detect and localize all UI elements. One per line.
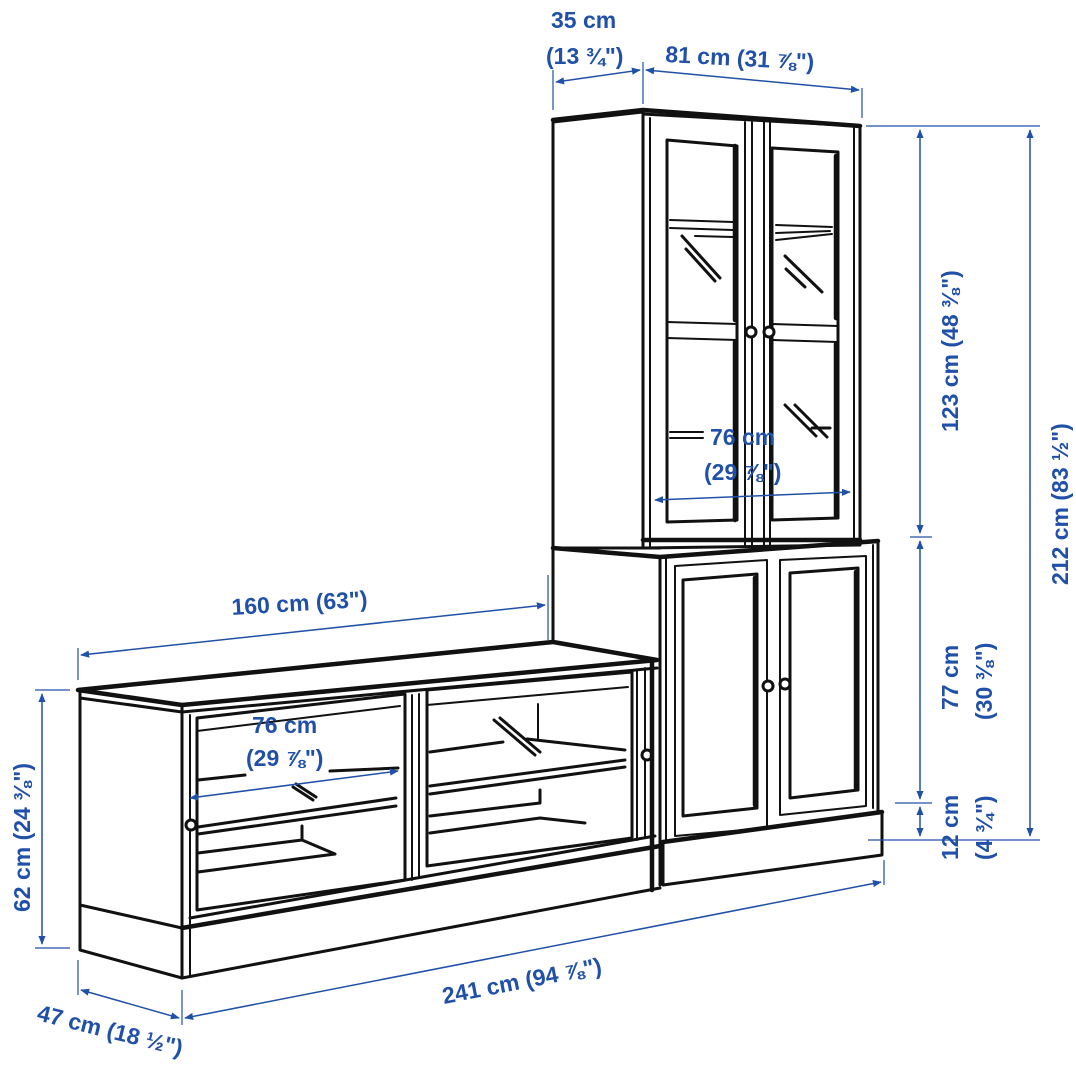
tv-bench-inner-width-cm-label: 76 cm — [252, 712, 317, 738]
lower-cabinet — [550, 538, 885, 887]
plinth-height-in-label: (4 ¾") — [971, 795, 997, 860]
upper-height-label: 123 cm (48 ⅜") — [937, 270, 963, 432]
upper-left-knob — [744, 325, 758, 339]
upper-glass-cabinet — [550, 107, 863, 550]
lower-cabinet-height-cm-label: 77 cm — [937, 645, 963, 710]
plinth-height-cm-label: 12 cm — [937, 795, 963, 860]
tv-bench — [75, 639, 663, 980]
tv-bench-left-knob — [184, 818, 198, 832]
depth-label: 47 cm (18 ½") — [35, 1000, 186, 1061]
upper-inner-width-cm-label: 76 cm — [710, 424, 775, 450]
dimension-labels: 35 cm (13 ¾") 81 cm (31 ⅞") 123 cm (48 ⅜… — [9, 7, 1073, 1061]
lower-cabinet-height-in-label: (30 ⅜") — [971, 643, 997, 720]
lower-left-knob — [761, 679, 775, 693]
upper-depth-cm-label: 35 cm — [551, 7, 616, 33]
tv-bench-right-door — [425, 667, 646, 868]
total-height-label: 212 cm (83 ½") — [1047, 423, 1073, 585]
tv-bench-height-label: 62 cm (24 ⅜") — [9, 763, 35, 912]
upper-width-label: 81 cm (31 ⅞") — [665, 41, 815, 75]
upper-depth-in-label: (13 ¾") — [546, 43, 623, 69]
upper-right-knob — [762, 325, 776, 339]
upper-inner-width-in-label: (29 ⅞") — [704, 459, 781, 485]
total-width-label: 241 cm (94 ⅞") — [440, 953, 604, 1009]
lower-right-knob — [778, 677, 792, 691]
dimension-lines — [35, 62, 1040, 1025]
tv-bench-width-label: 160 cm (63") — [231, 586, 369, 620]
upper-left-door — [665, 121, 753, 547]
tv-bench-inner-width-in-label: (29 ⅞") — [246, 745, 323, 771]
